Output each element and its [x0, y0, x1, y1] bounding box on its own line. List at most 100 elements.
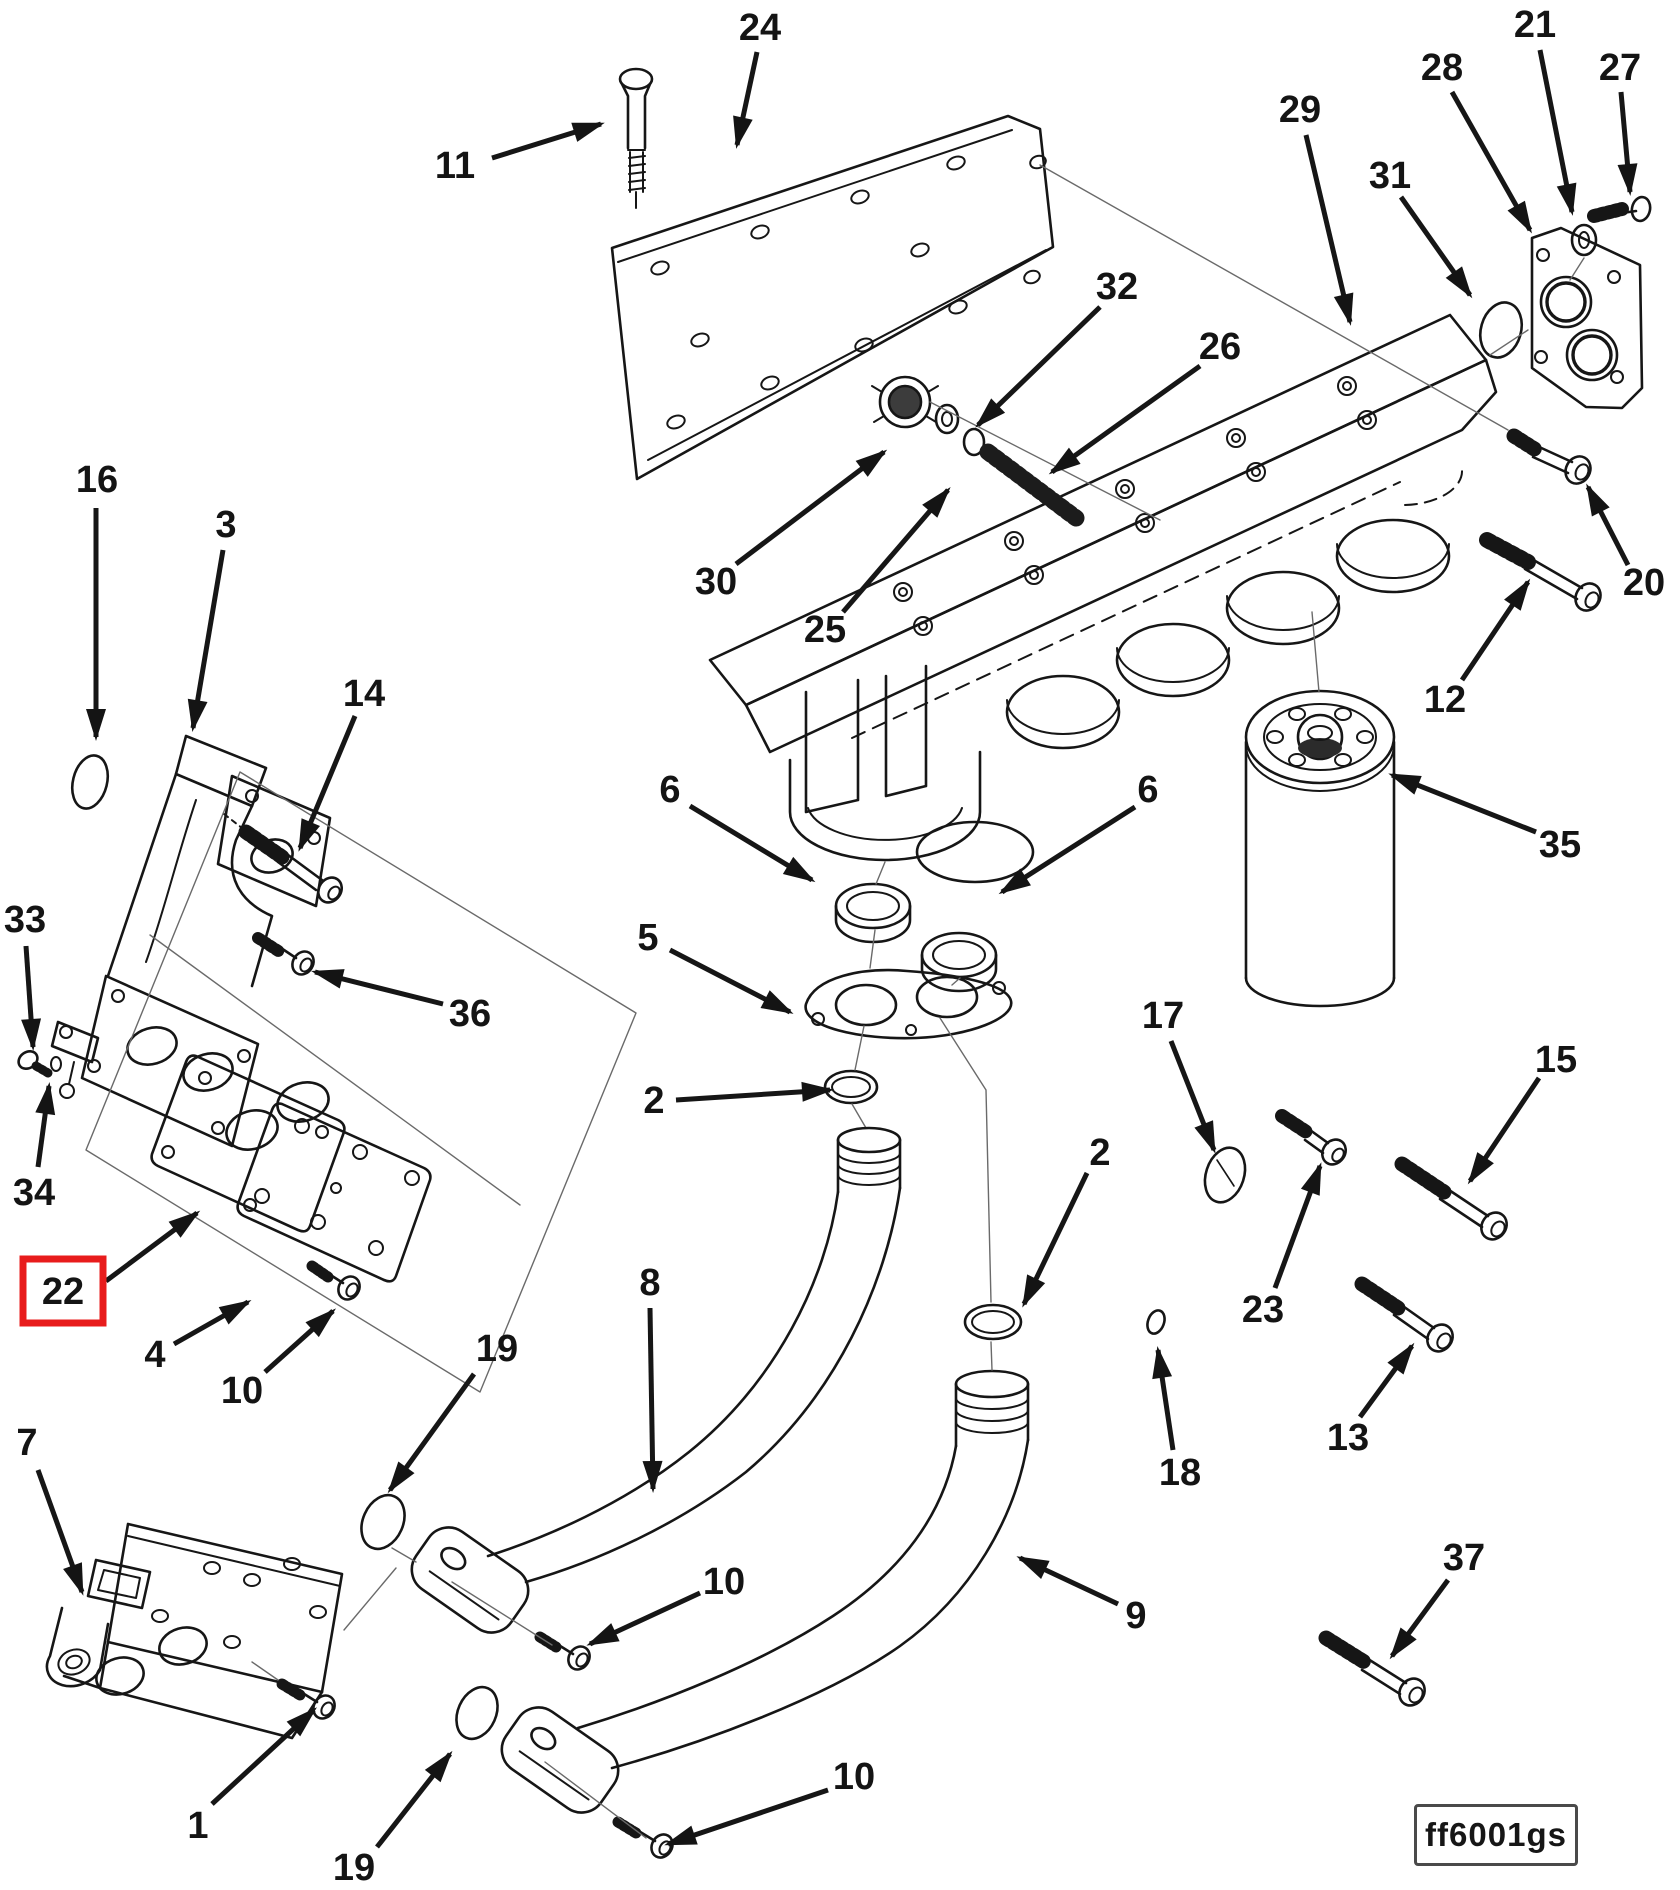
- callout-label: 6: [1137, 769, 1158, 811]
- callout-label: 13: [1327, 1417, 1369, 1459]
- callout-label: 12: [1424, 679, 1466, 721]
- callout-10: 10: [221, 1308, 336, 1412]
- callout-21: 21: [1514, 4, 1577, 216]
- callout-14: 14: [297, 673, 385, 852]
- callout-5: 5: [637, 917, 794, 1015]
- callout-label: 35: [1539, 824, 1581, 866]
- part-cover-plate: [610, 114, 1055, 481]
- callout-label: 7: [16, 1422, 37, 1464]
- callout-13: 13: [1327, 1342, 1415, 1459]
- part-bolt-37: [1318, 1630, 1426, 1707]
- callout-label: 14: [343, 673, 385, 715]
- callout-label: 34: [13, 1172, 55, 1214]
- part-transfer-tube-8: [360, 1126, 902, 1671]
- callout-25: 25: [804, 486, 951, 651]
- figure-code-box: ff6001gs: [1414, 1804, 1578, 1866]
- callout-34: 34: [13, 1082, 56, 1214]
- part-adapter-flange-group: [1039, 164, 1652, 612]
- callout-label: 20: [1623, 562, 1665, 604]
- callout-20: 20: [1585, 483, 1665, 604]
- callout-35: 35: [1388, 772, 1581, 866]
- callout-19: 19: [387, 1328, 518, 1494]
- callout-2: 2: [643, 1080, 834, 1122]
- callout-24: 24: [733, 7, 781, 149]
- part-seals-and-gasket: [804, 861, 1013, 1303]
- callout-33: 33: [4, 899, 46, 1051]
- part-screw-10a: [306, 1260, 361, 1301]
- callout-label: 32: [1096, 266, 1138, 308]
- callout-30: 30: [695, 449, 888, 603]
- callout-28: 28: [1421, 47, 1533, 234]
- callout-label: 16: [76, 459, 118, 501]
- callout-label: 25: [804, 609, 846, 651]
- part-bolt-15: [1394, 1156, 1508, 1241]
- callout-label: 19: [476, 1328, 518, 1370]
- callout-label: 2: [1089, 1132, 1110, 1174]
- callout-6: 6: [659, 769, 816, 883]
- part-bolt-12: [1479, 532, 1602, 612]
- part-bolt-20: [1506, 428, 1592, 485]
- callout-label: 29: [1279, 89, 1321, 131]
- callout-label: 9: [1125, 1595, 1146, 1637]
- callout-label: 10: [703, 1561, 745, 1603]
- part-loose-hardware: [1203, 1109, 1508, 1707]
- callout-6: 6: [998, 769, 1159, 895]
- callout-10: 10: [664, 1756, 875, 1847]
- part-filter-head-housing: [708, 313, 1498, 884]
- callout-label: 10: [221, 1370, 263, 1412]
- callout-label: 36: [449, 993, 491, 1035]
- callout-29: 29: [1279, 89, 1354, 326]
- part-screw-10c: [612, 1816, 674, 1859]
- callout-layer: 2411163143334362241019711981010918217256…: [4, 4, 1665, 1889]
- callout-label: 21: [1514, 4, 1556, 46]
- callout-9: 9: [1016, 1555, 1147, 1637]
- callout-8: 8: [639, 1262, 663, 1493]
- callout-19: 19: [333, 1750, 453, 1889]
- callout-11: 11: [435, 121, 605, 187]
- callout-label: 19: [333, 1847, 375, 1889]
- callout-label: 6: [659, 769, 680, 811]
- part-oil-filter: [1244, 611, 1396, 1008]
- callout-label: 4: [144, 1334, 165, 1376]
- callout-10: 10: [586, 1561, 745, 1647]
- callout-16: 16: [76, 459, 118, 741]
- callout-26: 26: [1048, 326, 1241, 475]
- part-bolt-27: [1587, 195, 1652, 223]
- callout-label: 27: [1599, 47, 1641, 89]
- callout-4: 4: [144, 1299, 252, 1376]
- callout-27: 27: [1599, 47, 1641, 196]
- callout-label: 28: [1421, 47, 1463, 89]
- callout-22: 22: [19, 1210, 201, 1327]
- callout-label: 18: [1159, 1452, 1201, 1494]
- callout-label: 37: [1443, 1537, 1485, 1579]
- part-bolt-11: [618, 67, 654, 209]
- callout-7: 7: [16, 1422, 85, 1596]
- callout-label: 22: [42, 1271, 84, 1313]
- callout-label: 5: [637, 917, 658, 959]
- callout-18: 18: [1152, 1346, 1201, 1494]
- callout-17: 17: [1142, 995, 1217, 1154]
- callout-label: 3: [215, 504, 236, 546]
- callout-1: 1: [187, 1707, 317, 1847]
- callout-label: 1: [187, 1805, 208, 1847]
- callout-label: 24: [739, 7, 781, 49]
- callout-label: 8: [639, 1262, 660, 1304]
- callout-3: 3: [187, 504, 237, 732]
- part-bracket-group: [17, 734, 637, 1393]
- callout-label: 26: [1199, 326, 1241, 368]
- callout-2: 2: [1021, 1132, 1111, 1308]
- callout-label: 15: [1535, 1039, 1577, 1081]
- callout-37: 37: [1389, 1537, 1485, 1660]
- callout-label: 11: [435, 145, 475, 187]
- callout-32: 32: [975, 266, 1138, 428]
- part-plug-assembly: [871, 375, 1161, 527]
- part-screw-1: [276, 1678, 336, 1720]
- part-bolt-13: [1354, 1276, 1454, 1353]
- callout-23: 23: [1242, 1162, 1323, 1331]
- callout-15: 15: [1467, 1039, 1577, 1185]
- callout-label: 2: [643, 1080, 664, 1122]
- callout-36: 36: [311, 969, 491, 1035]
- figure-code: ff6001gs: [1425, 1816, 1567, 1853]
